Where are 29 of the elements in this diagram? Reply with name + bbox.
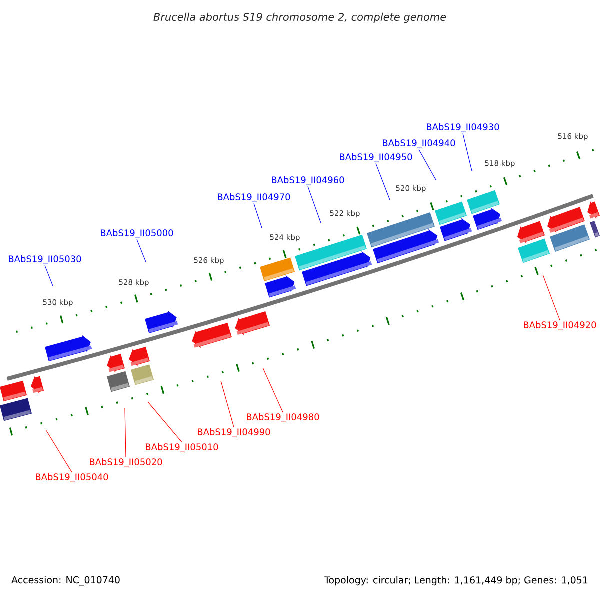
gene-label: BAbS19_II04980 bbox=[247, 414, 320, 422]
leader-line bbox=[418, 149, 436, 180]
gene-label: BAbS19_II04930 bbox=[427, 124, 500, 132]
footer-text: Accession: NC_010740 bbox=[12, 576, 120, 586]
leader-line bbox=[124, 408, 126, 458]
gene-label: BAbS19_II04960 bbox=[272, 176, 344, 186]
gene-label: BAbS19_II05040 bbox=[36, 474, 108, 482]
leader-line bbox=[136, 239, 146, 262]
gene-label: BAbS19_II04970 bbox=[218, 194, 290, 202]
gene-label: BAbS19_II05000 bbox=[101, 230, 174, 238]
gene-label: BAbS19_II04940 bbox=[383, 140, 456, 148]
leader-line bbox=[262, 368, 284, 413]
footer-text: Topology: circular; Length: 1,161,449 bp; Genes: 1,051 bbox=[324, 576, 588, 586]
title: Brucella abortus S19 chromosome 2, complete genome bbox=[154, 12, 446, 24]
gene-label: BAbS19_II05020 bbox=[90, 458, 162, 468]
leader-line bbox=[462, 133, 472, 172]
leader-line bbox=[148, 402, 182, 443]
gene-label: BAbS19_II04950 bbox=[340, 154, 412, 162]
leader-line bbox=[46, 430, 72, 473]
leader-line bbox=[542, 274, 560, 321]
gene-label: BAbS19_II04990 bbox=[198, 428, 270, 438]
leader-line bbox=[220, 380, 234, 428]
gene-label: BAbS19_II05010 bbox=[146, 444, 218, 452]
leader-line bbox=[254, 203, 262, 228]
leader-line bbox=[376, 163, 390, 200]
gene-label: BAbS19_II05030 bbox=[9, 256, 82, 264]
gene-label: BAbS19_II04920 bbox=[524, 322, 596, 330]
leader-line bbox=[44, 265, 54, 286]
leader-line bbox=[308, 186, 322, 224]
